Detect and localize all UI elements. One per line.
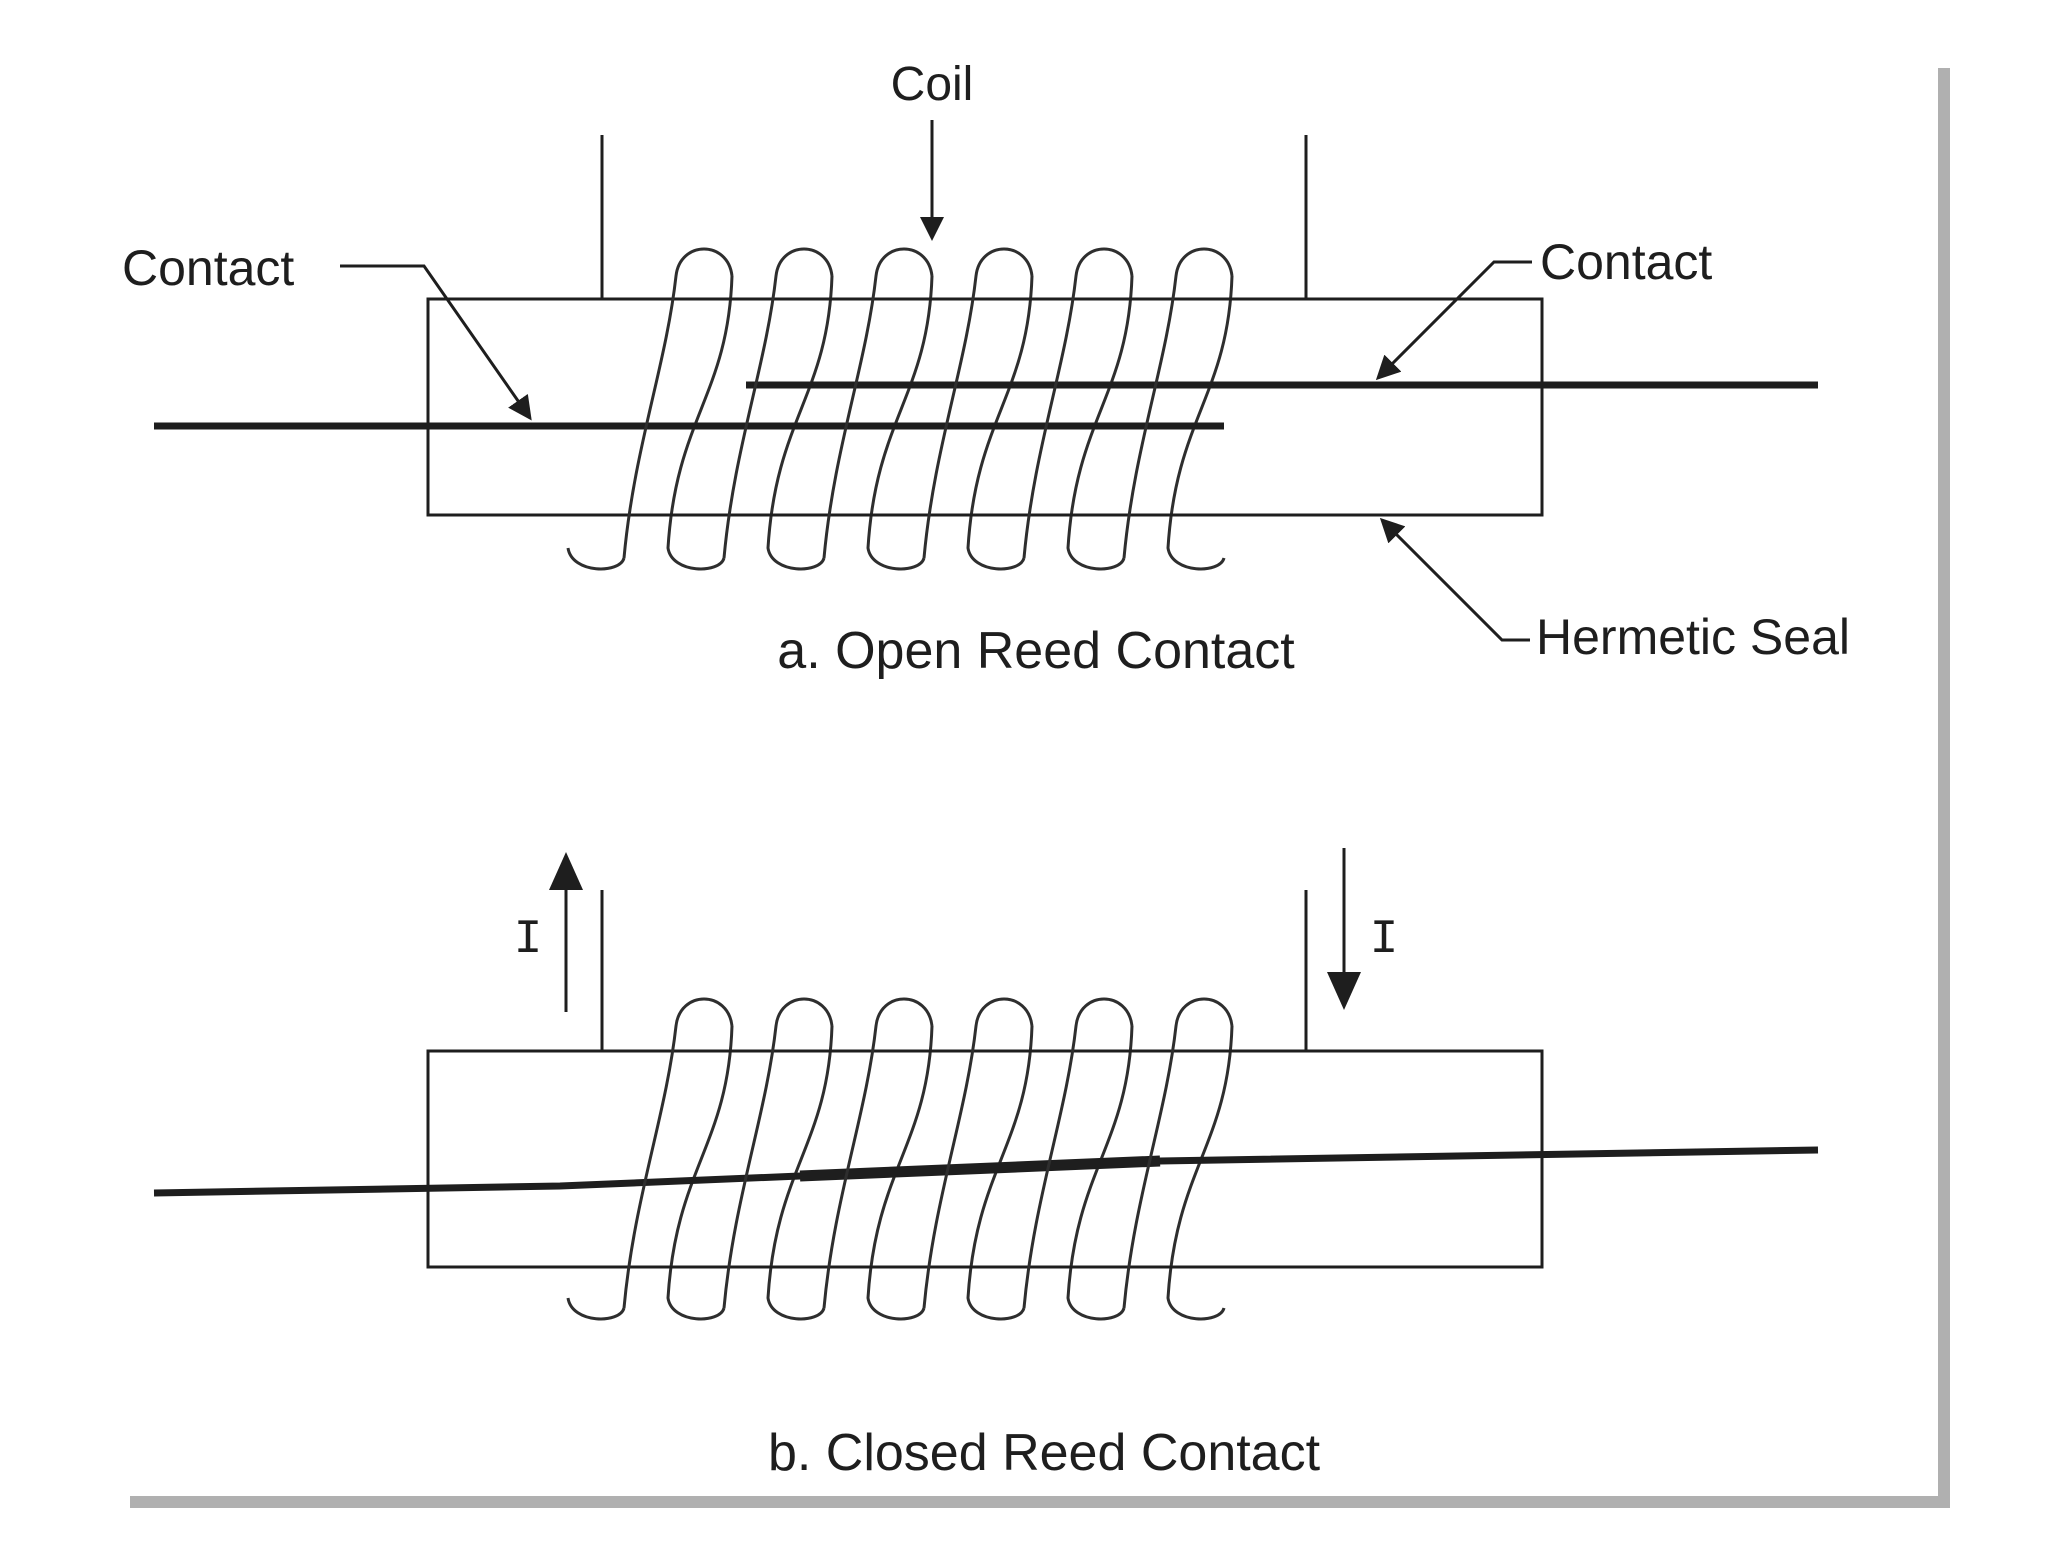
- coil-turn-front: [622, 997, 734, 1309]
- caption-closed: b. Closed Reed Contact: [768, 1424, 1321, 1482]
- coil-turn-back: [866, 1025, 934, 1321]
- coil-turn-back: [1066, 1025, 1134, 1321]
- coil-turn-back: [766, 1025, 834, 1321]
- coil-turn-front: [1022, 997, 1134, 1309]
- coil-front-strands: [622, 997, 1234, 1309]
- current-label-right: I: [1370, 913, 1399, 967]
- coil-turn-front: [922, 247, 1034, 559]
- coil-turn-back: [1166, 275, 1234, 571]
- coil-turn-back: [966, 1025, 1034, 1321]
- contact-left-label: Contact: [122, 240, 294, 296]
- coil-turn-front: [1122, 997, 1234, 1309]
- coil-turn-front: [822, 997, 934, 1309]
- coil-turn-front: [622, 247, 734, 559]
- panel: [118, 56, 1938, 1496]
- coil-turn-back: [866, 275, 934, 571]
- coil-turn-start: [566, 547, 626, 571]
- coil-back-strands: [566, 1025, 1234, 1321]
- hermetic-seal-label: Hermetic Seal: [1536, 609, 1850, 665]
- contact-left-leader: [340, 264, 532, 421]
- open-reed-assembly: [154, 135, 1818, 571]
- coil-turn-back: [966, 275, 1034, 571]
- coil-turn-back: [766, 275, 834, 571]
- coil-turn-front: [1122, 247, 1234, 559]
- hermetic-seal-tube: [426, 297, 1544, 517]
- coil-turn-front: [822, 247, 934, 559]
- coil-turn-front: [722, 997, 834, 1309]
- caption-open: a. Open Reed Contact: [777, 622, 1295, 680]
- hermetic-seal-leader: [1379, 517, 1530, 642]
- coil-turn-front: [1022, 247, 1134, 559]
- coil-turn-back: [1166, 1025, 1234, 1321]
- coil-turn-back: [1066, 275, 1134, 571]
- coil-turn-back: [666, 275, 734, 571]
- contact-right-leader: [1375, 260, 1532, 381]
- coil-front-strands: [622, 247, 1234, 559]
- coil-label: Coil: [891, 58, 974, 111]
- current-arrowhead-down: [1327, 972, 1361, 1010]
- hermetic-seal-tube: [426, 1049, 1544, 1269]
- closed-reed-assembly: [153, 890, 1819, 1321]
- coil-turn-back: [666, 1025, 734, 1321]
- coil-back-strands: [566, 275, 1234, 571]
- current-label-left: I: [514, 913, 543, 967]
- reed-overlap: [799, 1155, 1161, 1182]
- current-arrowhead-up: [549, 852, 583, 890]
- coil-turn-front: [722, 247, 834, 559]
- coil-turn-start: [566, 1297, 626, 1321]
- contact-right-label: Contact: [1540, 234, 1712, 290]
- coil-turn-front: [922, 997, 1034, 1309]
